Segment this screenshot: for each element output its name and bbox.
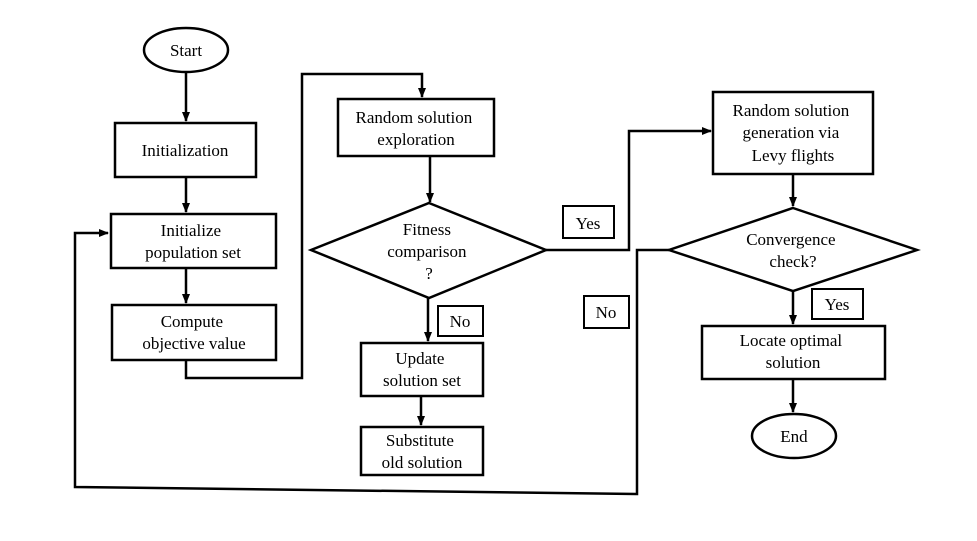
- node-levy-flights: Random solution generation via Levy flig…: [711, 90, 875, 176]
- init-population-label: Initialize population set: [145, 221, 241, 262]
- random-exploration-label: Random solution exploration: [356, 108, 477, 149]
- convergence-no-text: No: [596, 303, 617, 322]
- node-compute-objective: Compute objective value: [110, 303, 278, 362]
- update-solution-label: Update solution set: [383, 349, 461, 390]
- node-random-exploration: Random solution exploration: [336, 97, 496, 158]
- locate-optimal-box: [700, 324, 887, 381]
- node-fitness-comparison: Fitness comparison ?: [307, 201, 550, 300]
- start-label: Start: [170, 41, 202, 60]
- fitness-diamond: [307, 201, 550, 300]
- label-fitness-no: No: [437, 305, 484, 337]
- node-initialize-population: Initialize population set: [109, 212, 278, 270]
- fitness-label: Fitness comparison ?: [387, 220, 471, 283]
- locate-optimal-label: Locate optimal solution: [740, 331, 847, 372]
- levy-box: [711, 90, 875, 176]
- node-initialization: Initialization: [113, 121, 258, 179]
- label-convergence-no: No: [583, 295, 630, 329]
- convergence-label: Convergence check?: [746, 230, 840, 271]
- edge-convergence-no-to-init-population: [73, 229, 669, 496]
- end-shape: [750, 412, 838, 460]
- end-label: End: [780, 427, 808, 446]
- connectors: [73, 72, 797, 496]
- node-update-solution-set: Update solution set: [359, 341, 485, 398]
- substitute-box: [359, 425, 485, 477]
- initialization-box: [113, 121, 258, 179]
- label-fitness-yes: Yes: [562, 205, 615, 239]
- compute-objective-label: Compute objective value: [142, 312, 245, 353]
- compute-objective-box: [110, 303, 278, 362]
- init-population-box: [109, 212, 278, 270]
- node-start: Start: [142, 26, 230, 74]
- label-convergence-yes: Yes: [811, 288, 864, 320]
- levy-label: Random solution generation via Levy flig…: [733, 101, 854, 165]
- fitness-yes-box: [562, 205, 615, 239]
- convergence-no-box: [583, 295, 630, 329]
- random-exploration-box: [336, 97, 496, 158]
- edge-fitness-yes-to-levy: [546, 127, 712, 252]
- convergence-yes-box: [811, 288, 864, 320]
- fitness-no-box: [437, 305, 484, 337]
- node-locate-optimal: Locate optimal solution: [700, 324, 887, 381]
- fitness-no-text: No: [450, 312, 471, 331]
- convergence-yes-text: Yes: [825, 295, 850, 314]
- start-shape: [142, 26, 230, 74]
- edge-compute-objective-to-random-exploration: [184, 72, 426, 380]
- substitute-label: Substitute old solution: [382, 431, 463, 472]
- convergence-diamond: [665, 206, 921, 293]
- node-end: End: [750, 412, 838, 460]
- initialization-label: Initialization: [142, 141, 229, 160]
- node-substitute-old-solution: Substitute old solution: [359, 425, 485, 477]
- fitness-yes-text: Yes: [576, 214, 601, 233]
- node-convergence-check: Convergence check?: [665, 206, 921, 293]
- update-solution-box: [359, 341, 485, 398]
